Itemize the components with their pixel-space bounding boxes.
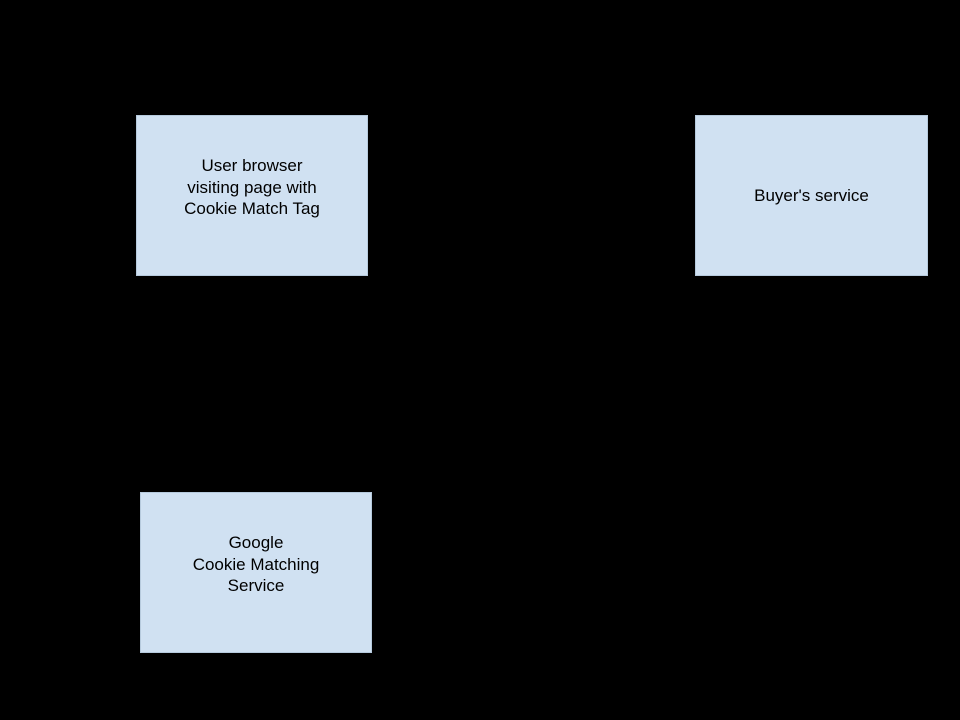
- node-google-cookie-matching-service[interactable]: Google Cookie Matching Service: [140, 492, 372, 653]
- node-buyers-service-label: Buyer's service: [754, 185, 869, 205]
- node-user-browser[interactable]: User browser visiting page with Cookie M…: [136, 115, 368, 276]
- node-user-browser-label: User browser visiting page with Cookie M…: [184, 156, 320, 218]
- node-buyers-service[interactable]: Buyer's service: [695, 115, 928, 276]
- node-google-cookie-matching-service-label: Google Cookie Matching Service: [192, 533, 320, 595]
